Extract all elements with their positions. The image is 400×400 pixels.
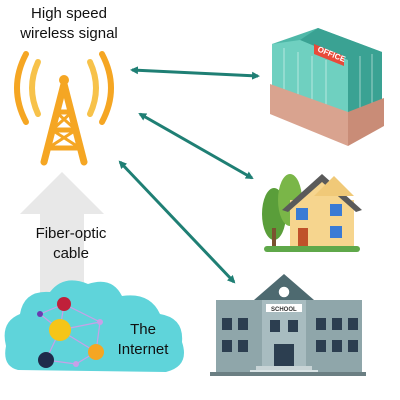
school-sign: SCHOOL	[271, 307, 297, 313]
office-building-icon: OFFICE	[270, 28, 384, 212]
fiber-optic-label: Fiber-optic cable	[24, 224, 118, 264]
signal-tower-icon	[14, 51, 114, 166]
internet-label-line1: The	[130, 321, 156, 338]
fiber-optic-label-line2: cable	[53, 245, 89, 262]
arrow-tower-office	[130, 66, 260, 80]
arrow-tower-school	[118, 160, 236, 284]
wireless-signal-label-line2: wireless signal	[20, 25, 118, 42]
fiber-optic-label-line1: Fiber-optic	[35, 225, 107, 242]
wireless-signal-label-line1: High speed	[31, 5, 107, 22]
internet-label-line2: Internet	[117, 341, 169, 358]
fiber-optic-arrow-icon	[20, 172, 104, 300]
school-icon: SCHOOL	[210, 274, 366, 376]
arrow-tower-house	[138, 112, 254, 180]
internet-label: The Internet	[108, 320, 178, 360]
house-icon	[262, 174, 362, 252]
internet-cloud-icon	[4, 280, 184, 372]
wireless-signal-label: High speed wireless signal	[6, 4, 132, 44]
